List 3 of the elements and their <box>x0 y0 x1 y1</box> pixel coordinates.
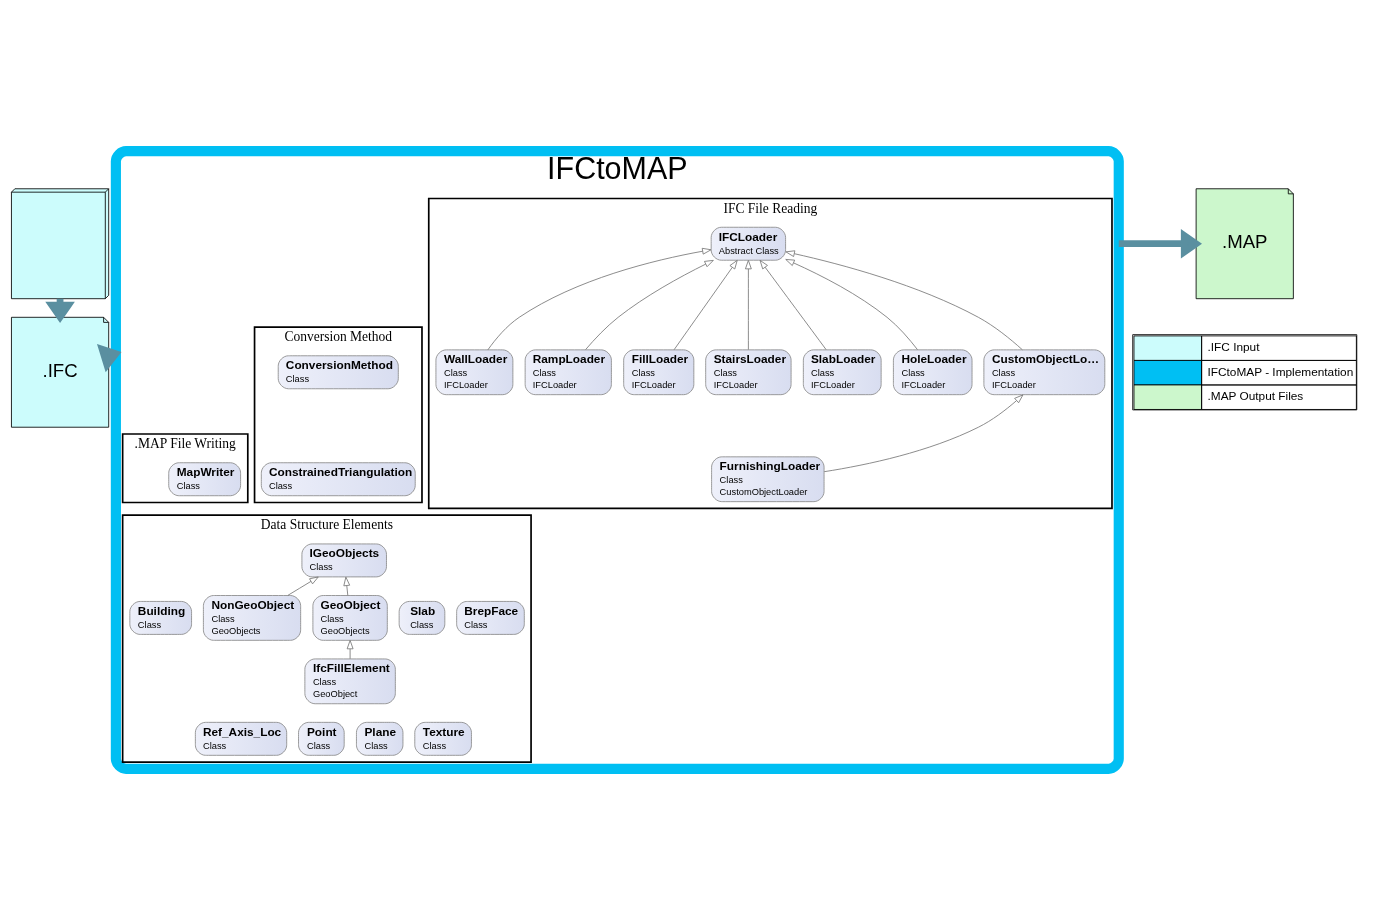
legend-label: .MAP Output Files <box>1207 388 1304 403</box>
legend-label: IFCtoMAP - Implementation <box>1207 364 1354 379</box>
legend-label: .IFC Input <box>1207 339 1260 354</box>
